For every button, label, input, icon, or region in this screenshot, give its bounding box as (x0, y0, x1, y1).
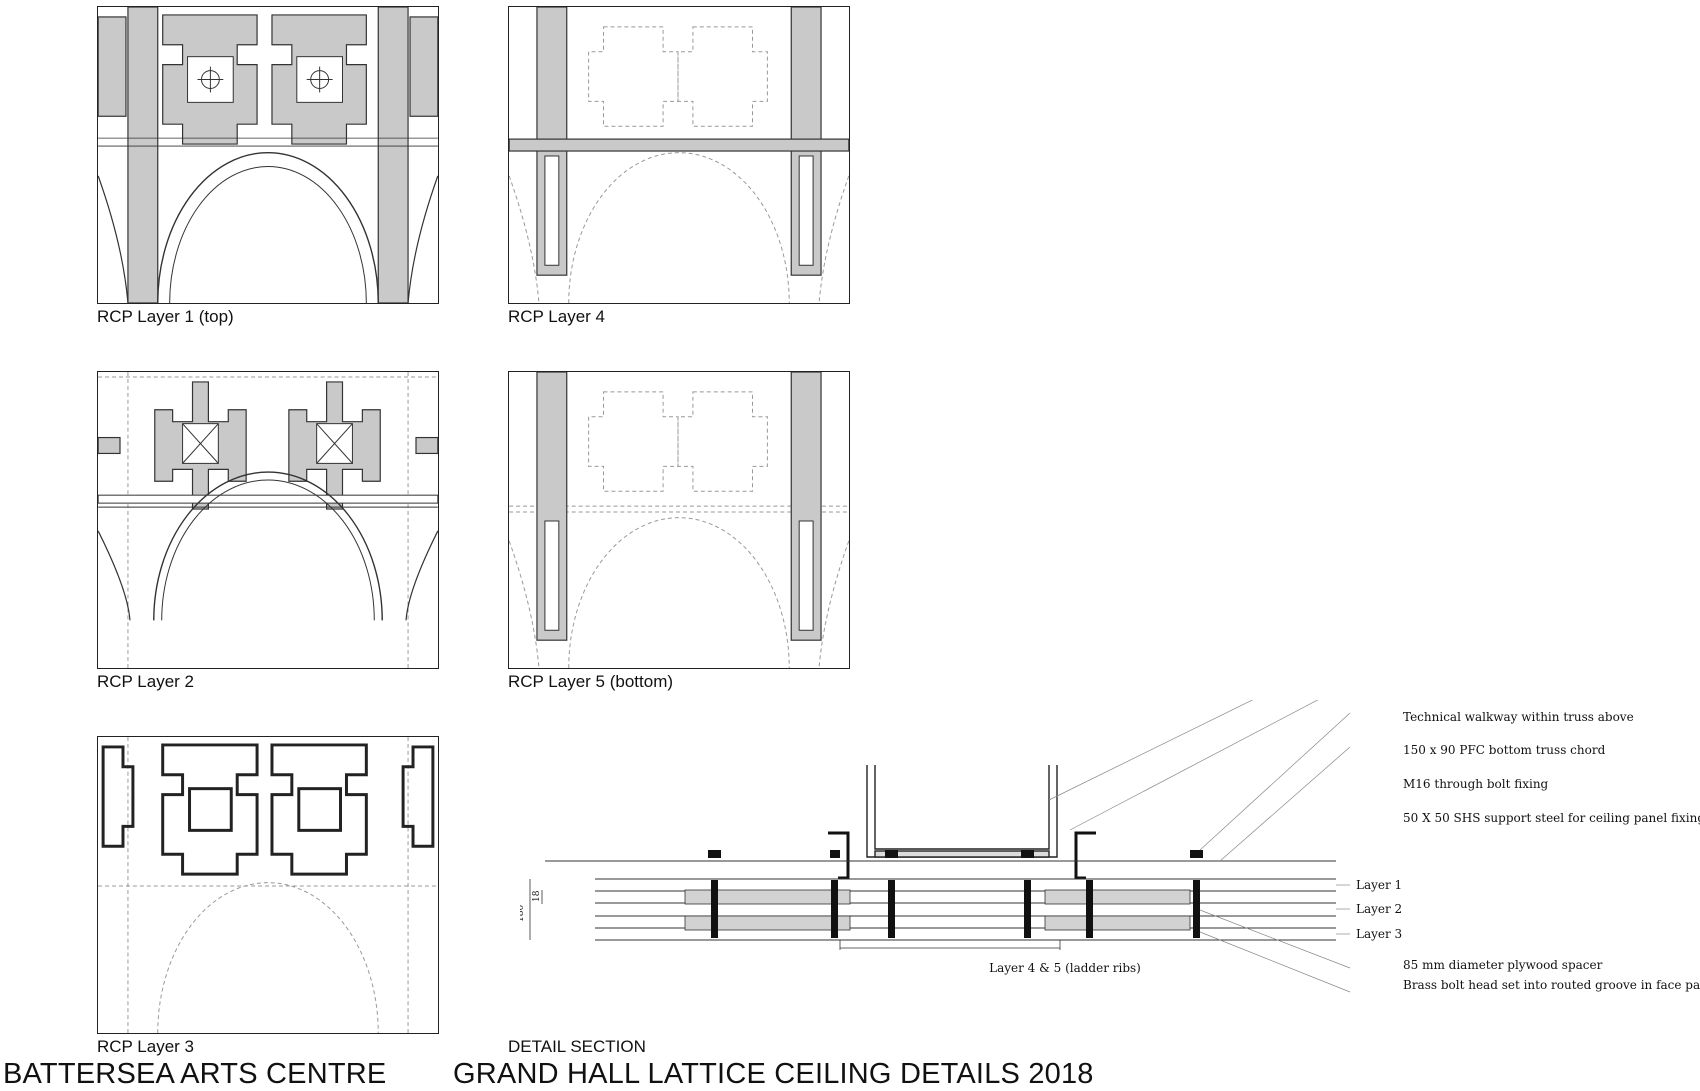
rcp-layer-4-drawing (509, 7, 849, 303)
rcp-layer-3-panel (97, 736, 439, 1034)
detail-section-caption: DETAIL SECTION (508, 1037, 646, 1056)
rcp-layer-1-drawing (98, 7, 438, 303)
layer-1-label: Layer 1 (1356, 878, 1402, 892)
callout-walkway: Technical walkway within truss above (1403, 710, 1634, 724)
rcp-layer-5-drawing (509, 372, 849, 668)
rcp-layer-2-drawing (98, 372, 438, 668)
callout-shs-steel: 50 X 50 SHS support steel for ceiling pa… (1403, 811, 1700, 825)
rcp-layer-4-caption: RCP Layer 4 (508, 307, 606, 326)
rcp-layer-5-panel (508, 371, 850, 669)
rcp-layer-5-caption: RCP Layer 5 (bottom) (508, 672, 674, 691)
ribs-label: Layer 4 & 5 (ladder ribs) (989, 961, 1141, 975)
callout-pfc-chord: 150 x 90 PFC bottom truss chord (1403, 743, 1606, 757)
rcp-layer-2-panel (97, 371, 439, 669)
dim-18: 18 (532, 890, 542, 902)
callout-plywood-spacer: 85 mm diameter plywood spacer (1403, 958, 1603, 972)
layer-2-label: Layer 2 (1356, 902, 1402, 916)
rcp-layer-3-drawing (98, 737, 438, 1033)
footer-title: GRAND HALL LATTICE CEILING DETAILS 2018 (453, 1058, 1094, 1090)
rcp-layer-1-panel (97, 6, 439, 304)
rcp-layer-3-caption: RCP Layer 3 (97, 1037, 195, 1056)
footer-venue: BATTERSEA ARTS CENTRE (3, 1058, 387, 1090)
rcp-layer-2-caption: RCP Layer 2 (97, 672, 195, 691)
callout-brass-bolt: Brass bolt head set into routed groove i… (1403, 978, 1700, 992)
dim-180: 180 (520, 905, 526, 922)
rcp-layer-1-caption: RCP Layer 1 (top) (97, 307, 234, 326)
layer-3-label: Layer 3 (1356, 927, 1402, 941)
callout-m16-bolt: M16 through bolt fixing (1403, 777, 1549, 791)
rcp-layer-4-panel (508, 6, 850, 304)
